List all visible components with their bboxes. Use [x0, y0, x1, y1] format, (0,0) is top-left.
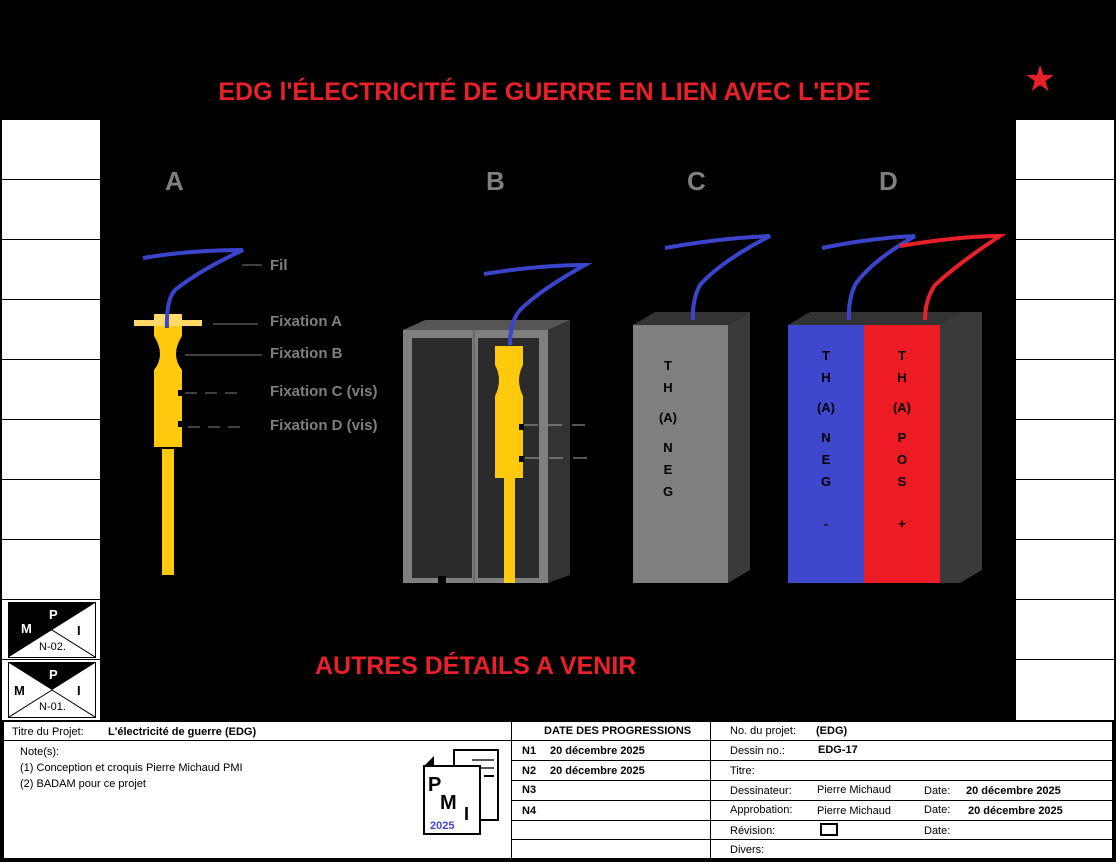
revision-label: Révision: — [730, 825, 776, 837]
pending-details-note: AUTRES DÉTAILS A VENIR — [315, 652, 637, 680]
label-fixation-c: Fixation C (vis) — [270, 383, 378, 400]
revision-checkbox[interactable] — [820, 823, 838, 836]
panel-label-a: A — [165, 166, 184, 196]
page-title: EDG l'ÉLECTRICITÉ DE GUERRE EN LIEN AVEC… — [218, 78, 871, 106]
badge-n02: M P I N-02. — [8, 602, 96, 658]
panel-label-b: B — [486, 166, 505, 196]
progress-n3-label: N3 — [522, 784, 537, 796]
project-title: L'électricité de guerre (EDG) — [108, 726, 257, 738]
label-fixation-a: Fixation A — [270, 313, 342, 330]
project-no: (EDG) — [816, 725, 848, 737]
approval-date: 20 décembre 2025 — [968, 805, 1063, 817]
star-icon: ★ — [1024, 58, 1057, 99]
progress-n1-date: 20 décembre 2025 — [550, 745, 645, 757]
note-2: (2) BADAM pour ce projet — [20, 778, 146, 790]
drafter-date: 20 décembre 2025 — [966, 785, 1061, 797]
battery-d — [788, 233, 1007, 583]
drawing-no-label: Dessin no.: — [730, 745, 786, 757]
pmi-logo: P M I 2025 — [422, 748, 502, 838]
holder-b — [403, 262, 593, 584]
label-fil: Fil — [270, 257, 288, 274]
drafter-date-label: Date: — [924, 785, 951, 797]
label-fixation-d: Fixation D (vis) — [270, 417, 378, 434]
panel-label-d: D — [879, 166, 898, 196]
label-fixation-b: Fixation B — [270, 345, 343, 362]
panel-label-c: C — [687, 166, 706, 196]
project-title-label: Titre du Projet: — [12, 726, 84, 738]
battery-c — [633, 234, 771, 583]
right-grid — [1016, 120, 1114, 720]
title-block: Titre du Projet: L'électricité de guerre… — [2, 720, 1114, 860]
header: EDG l'ÉLECTRICITÉ DE GUERRE EN LIEN AVEC… — [2, 2, 1114, 118]
drawing-no: EDG-17 — [818, 744, 858, 756]
project-no-label: No. du projet: — [730, 725, 797, 737]
drafter-label: Dessinateur: — [730, 785, 792, 797]
revision-date-label: Date: — [924, 825, 951, 837]
divers-label: Divers: — [730, 844, 765, 856]
titre-label: Titre: — [730, 765, 755, 777]
progress-n4-label: N4 — [522, 805, 537, 817]
badge-n01: P M I N-01. — [8, 662, 96, 718]
approval-label: Approbation: — [730, 804, 793, 816]
progress-n2-date: 20 décembre 2025 — [550, 765, 645, 777]
progress-header: DATE DES PROGRESSIONS — [544, 725, 692, 737]
progress-n1-label: N1 — [522, 745, 537, 757]
notes-label: Note(s): — [20, 746, 60, 758]
approval-date-label: Date: — [924, 804, 951, 816]
drafter: Pierre Michaud — [817, 784, 891, 796]
progress-n2-label: N2 — [522, 765, 537, 777]
note-1: (1) Conception et croquis Pierre Michaud… — [20, 762, 243, 774]
approver: Pierre Michaud — [817, 805, 891, 817]
clip-a — [134, 248, 262, 575]
